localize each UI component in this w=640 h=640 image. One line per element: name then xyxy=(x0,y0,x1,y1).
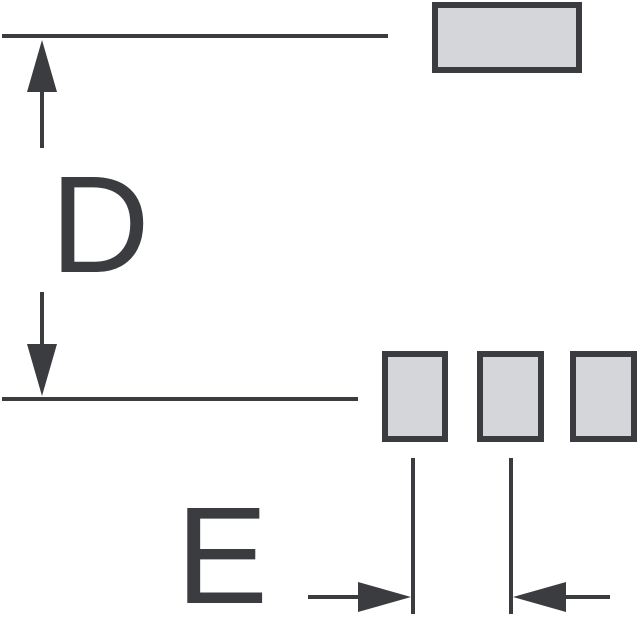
dimension-e-right-pointing-arrowhead xyxy=(358,582,411,612)
bottom-pad-3 xyxy=(570,351,637,442)
top-pad xyxy=(432,2,582,73)
dimension-e-extension-lines xyxy=(411,458,513,614)
bottom-pad-1 xyxy=(382,351,448,442)
dimension-e-arrows xyxy=(308,582,610,612)
dimension-e-label: E xyxy=(176,479,268,633)
dimension-d-label: D xyxy=(50,148,150,302)
bottom-pad-row xyxy=(382,351,637,442)
dimension-d-up-arrowhead xyxy=(27,40,57,92)
dimension-e-left-pointing-arrowhead xyxy=(513,582,566,612)
bottom-pad-2 xyxy=(477,351,544,442)
dimension-d-arrow xyxy=(27,40,57,396)
dimension-d-down-arrowhead xyxy=(27,344,57,396)
